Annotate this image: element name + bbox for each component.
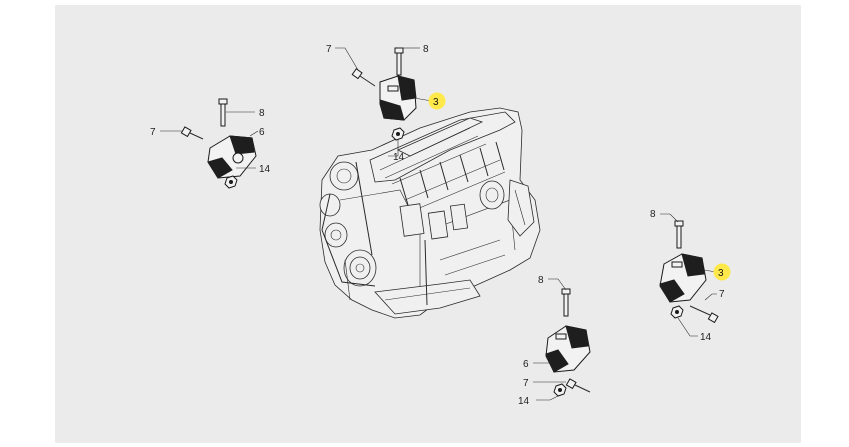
right-washer-label: 7 [719,289,725,300]
top-washer-label: 7 [326,44,332,55]
engine-block [319,107,541,319]
left-mount-bracket [207,135,257,179]
bottom-washer-bolt [565,378,591,393]
right-bolt [674,220,684,249]
left-bolt-label: 8 [259,108,265,119]
right-washer-bolt [689,305,719,324]
top-mount-bracket [379,75,417,121]
top-washer-bolt [351,68,376,87]
right-mount-group: 8 3 7 14 [650,209,731,343]
bottom-mount-label: 6 [523,359,529,370]
top-bolt-label: 8 [423,44,429,55]
left-bolt [218,98,228,127]
top-bolt [394,47,404,76]
right-bolt-label: 8 [650,209,656,220]
left-mount-group: 8 7 6 14 [150,98,271,189]
left-washer-bolt [180,126,204,140]
bottom-bolt [561,288,571,317]
right-nut [670,305,684,319]
top-mount-group: 8 7 3 14 [326,44,446,163]
right-nut-label: 14 [700,332,712,343]
top-nut [391,127,405,141]
bottom-washer-label: 7 [523,378,529,389]
right-mount-bracket [659,253,707,303]
left-nut [224,175,238,189]
right-mount-label: 3 [718,268,724,279]
left-washer-label: 7 [150,127,156,138]
bottom-nut [553,383,567,397]
bottom-mount-group: 8 6 7 14 [518,275,591,407]
top-nut-label: 14 [393,152,405,163]
top-mount-label: 3 [433,97,439,108]
right-mount-highlight [713,263,731,281]
bottom-mount-bracket [545,325,591,373]
top-mount-highlight [428,92,446,110]
left-mount-label: 6 [259,127,265,138]
bottom-bolt-label: 8 [538,275,544,286]
left-nut-label: 14 [259,164,271,175]
bottom-nut-label: 14 [518,396,530,407]
